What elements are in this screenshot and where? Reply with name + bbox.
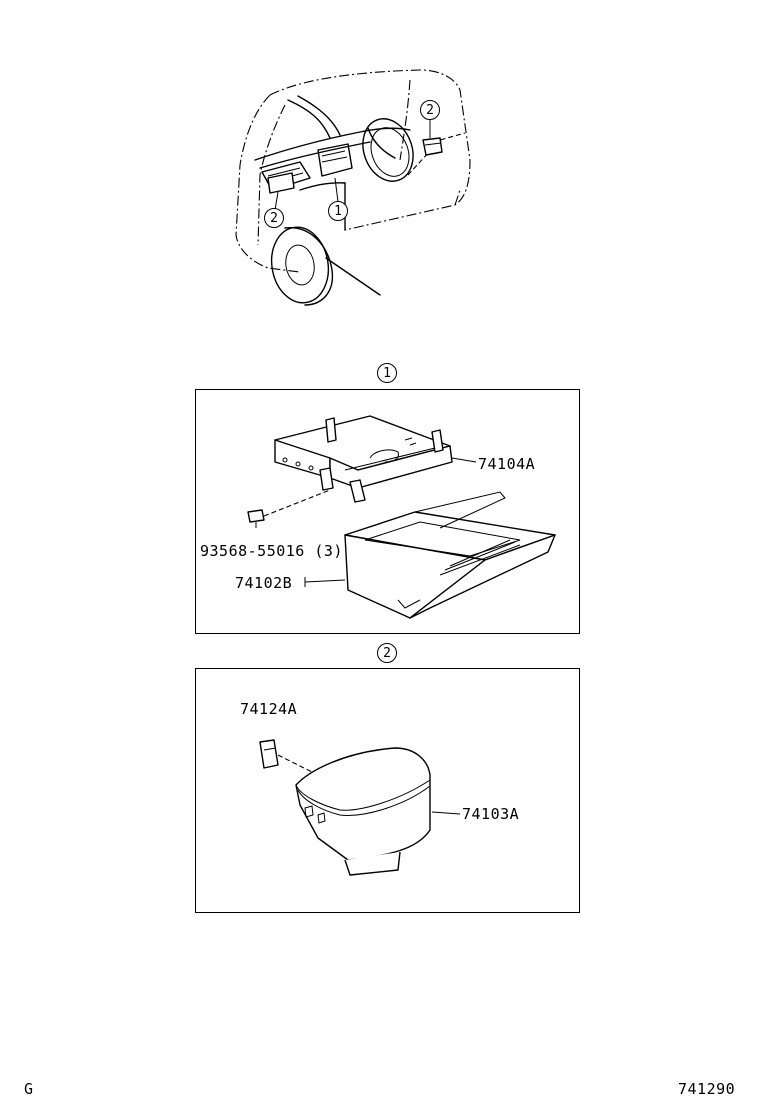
footer-left-code: G [24,1080,34,1098]
part-label-74102B[interactable]: 74102B [235,574,293,592]
overview-callout-1[interactable]: 1 [328,201,348,221]
overview-callout-2-left[interactable]: 2 [264,208,284,228]
part-label-74124A[interactable]: 74124A [240,700,298,718]
panel-1-frame [195,389,580,634]
vehicle-overview-illustration [235,69,471,306]
panel-2-illustration [259,739,461,876]
part-label-93568-55016[interactable]: 93568-55016 (3) [200,542,343,560]
panel-1-header-callout: 1 [377,363,397,383]
part-label-74104A[interactable]: 74104A [478,455,536,473]
panel-1-illustration [247,415,556,619]
overview-callout-2-right[interactable]: 2 [420,100,440,120]
footer-diagram-number: 741290 [678,1080,736,1098]
panel-2-header-callout: 2 [377,643,397,663]
part-label-74103A[interactable]: 74103A [462,805,520,823]
panel-2-frame [195,668,580,913]
